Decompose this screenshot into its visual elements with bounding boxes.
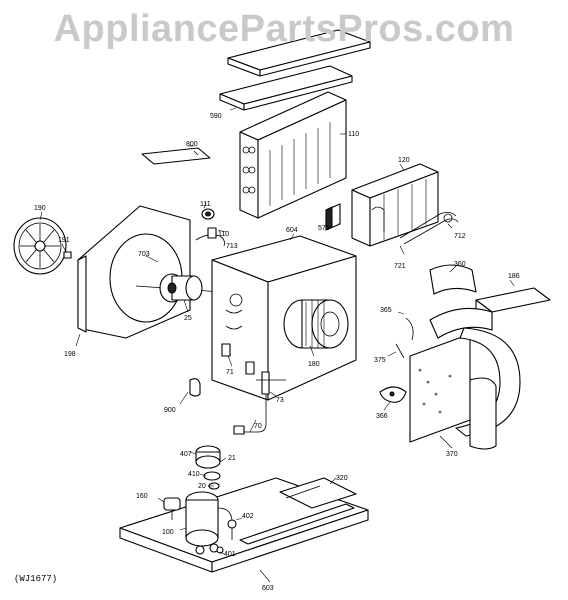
label-370: 370 <box>446 451 458 458</box>
label-712: 712 <box>454 233 466 240</box>
label-120: 120 <box>398 157 410 164</box>
label-713: 713 <box>226 243 238 250</box>
part-70-sensor-tube[interactable] <box>233 394 267 435</box>
part-401-mount[interactable] <box>216 546 224 554</box>
label-366: 366 <box>376 413 388 420</box>
drawing-code: (WJ1677) <box>14 574 58 584</box>
part-603-base-pan[interactable] <box>119 477 369 573</box>
part-365-clip[interactable] <box>405 317 414 341</box>
leader-lines <box>39 107 515 583</box>
part-191-nut[interactable] <box>63 251 72 259</box>
label-360: 360 <box>454 261 466 268</box>
part-712-tubing[interactable] <box>399 212 459 245</box>
part-713-valve[interactable] <box>195 227 225 247</box>
label-575: 575 <box>318 225 330 232</box>
part-366-damper[interactable] <box>379 386 407 403</box>
part-900-bracket[interactable] <box>189 378 201 397</box>
label-73: 73 <box>276 397 284 404</box>
part-120-evaporator-coil[interactable] <box>351 163 439 247</box>
label-180: 180 <box>308 361 320 368</box>
part-198-shroud[interactable] <box>77 205 191 339</box>
part-407-overload[interactable] <box>195 445 221 469</box>
label-111: 111 <box>200 201 211 208</box>
part-360-baffle[interactable] <box>429 264 477 295</box>
label-25: 25 <box>184 315 192 322</box>
label-160: 160 <box>136 493 148 500</box>
label-190: 190 <box>34 205 46 212</box>
label-186: 186 <box>508 273 520 280</box>
label-191: 191 <box>58 237 70 244</box>
part-575-clip[interactable] <box>325 203 341 231</box>
part-25-fan-motor[interactable] <box>135 273 223 303</box>
part-370-scroll-housing[interactable] <box>409 327 521 450</box>
part-110-condenser-coil[interactable] <box>239 91 347 219</box>
label-401: 401 <box>224 551 236 558</box>
label-721: 721 <box>394 263 406 270</box>
label-100: 100 <box>162 529 174 536</box>
part-labels: 590 110 800 120 575 111 110 713 712 721 … <box>34 113 520 592</box>
label-900: 900 <box>164 407 176 414</box>
label-603: 603 <box>262 585 274 592</box>
label-604: 604 <box>286 227 298 234</box>
label-800: 800 <box>186 141 198 148</box>
part-590-cover[interactable] <box>219 29 371 111</box>
label-110b: 110 <box>218 231 229 238</box>
part-402-mount[interactable] <box>227 519 237 529</box>
label-70: 70 <box>254 423 262 430</box>
label-407: 407 <box>180 451 192 458</box>
part-375-pin[interactable] <box>395 343 405 359</box>
label-590: 590 <box>210 113 222 120</box>
label-110: 110 <box>348 131 359 138</box>
label-365: 365 <box>380 307 392 314</box>
label-21: 21 <box>228 455 236 462</box>
part-800-bracket[interactable] <box>141 147 211 165</box>
part-186-scroll-duct[interactable] <box>429 287 551 339</box>
part-100-compressor[interactable] <box>185 491 233 555</box>
part-73-thermostat[interactable] <box>256 371 286 395</box>
part-190-fan-blade[interactable] <box>13 217 67 275</box>
label-71: 71 <box>226 369 234 376</box>
label-375: 375 <box>374 357 386 364</box>
part-160-capacitor[interactable] <box>163 497 181 520</box>
part-410-cover[interactable] <box>203 471 221 481</box>
part-180-blower-wheel[interactable] <box>283 299 349 349</box>
label-320: 320 <box>336 475 348 482</box>
label-410: 410 <box>188 471 200 478</box>
label-198: 198 <box>64 351 76 358</box>
label-20: 20 <box>198 483 206 490</box>
label-703: 703 <box>138 251 150 258</box>
part-111-fitting[interactable] <box>201 208 215 220</box>
label-402: 402 <box>242 513 254 520</box>
